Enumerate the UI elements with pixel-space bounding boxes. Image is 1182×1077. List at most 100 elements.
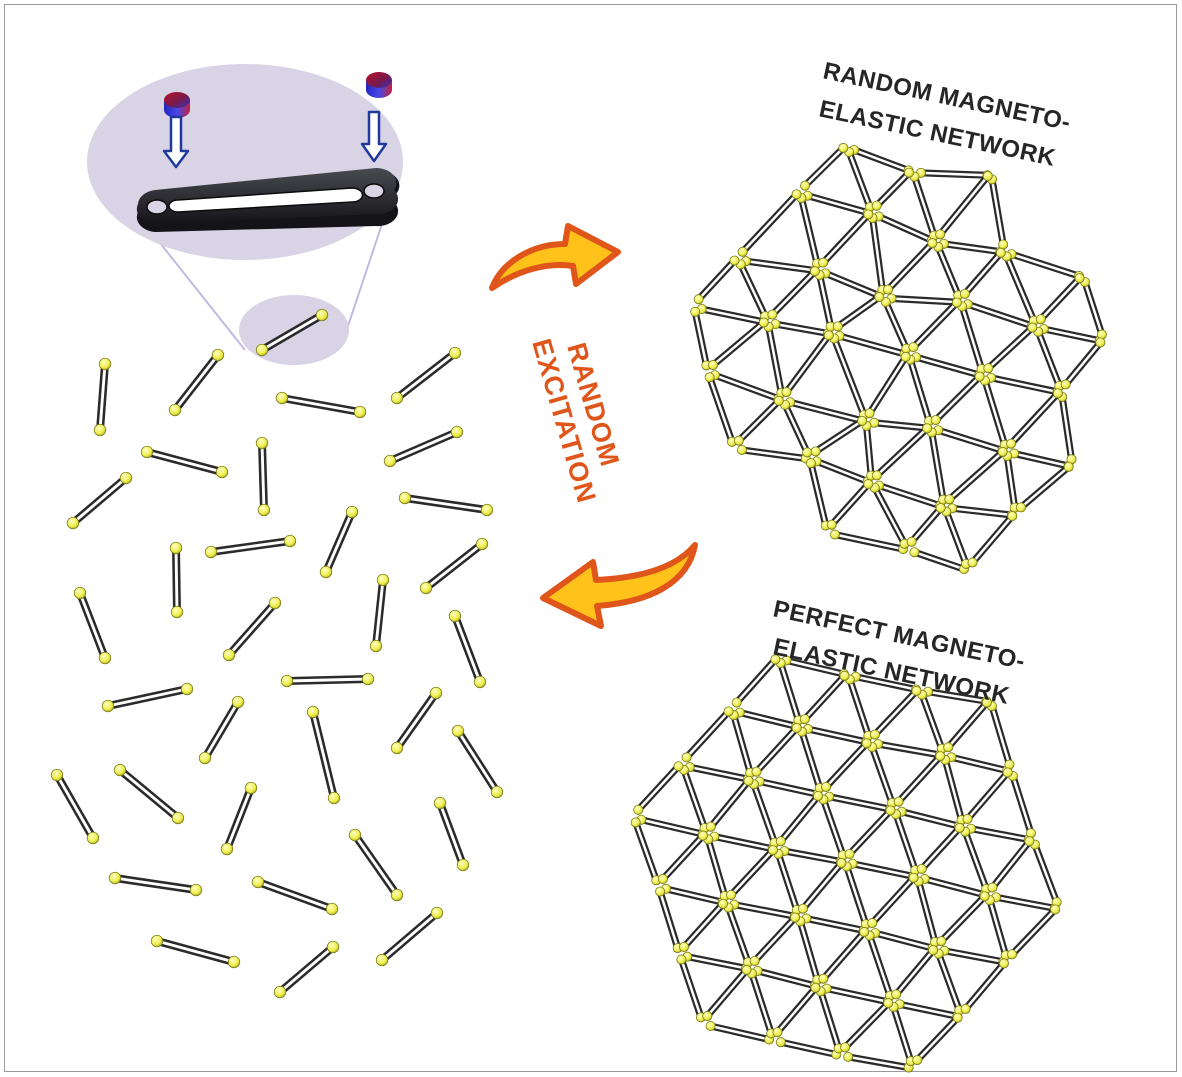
network-rod (710, 833, 777, 853)
network-rod (725, 904, 752, 966)
network-rod (703, 966, 751, 1020)
network-rod (958, 302, 986, 373)
network-rod (1017, 463, 1073, 511)
network-rod (884, 239, 936, 294)
magnet-dot (1074, 273, 1085, 284)
network-rod (834, 293, 883, 330)
network-rod (737, 260, 769, 320)
magnet-dot (702, 1011, 713, 1022)
network-rod (709, 319, 768, 369)
magnet-dot (838, 142, 849, 153)
magnet-dot (1002, 767, 1013, 778)
network-rod (727, 846, 777, 899)
magnet-dot (268, 596, 282, 610)
magnet-dot (448, 346, 462, 360)
magnet-dot (690, 306, 701, 317)
random-magneto-elastic-network (690, 142, 1107, 575)
magnet-dot (220, 842, 234, 856)
insert-arrow-right (360, 110, 388, 163)
scattered-rod (50, 768, 100, 845)
magnet-dot (731, 697, 742, 708)
magnet-dot (273, 985, 287, 999)
network-rod (908, 504, 945, 546)
magnet-dot (967, 557, 978, 568)
network-rod (754, 967, 819, 990)
network-rod (896, 1000, 961, 1020)
magnet-dot (904, 167, 915, 178)
magnet-dot (98, 651, 112, 665)
network-rod (783, 656, 848, 678)
network-rod (707, 1022, 773, 1044)
magnet-dot (863, 209, 874, 220)
random-rods (50, 308, 504, 999)
network-rod (871, 687, 921, 739)
magnet-dot (429, 686, 443, 700)
magnet-dot (810, 446, 821, 457)
network-rod (796, 917, 821, 984)
magnet-dot (325, 902, 339, 916)
network-rod (804, 725, 870, 746)
network-rod (1008, 250, 1083, 280)
magnet-dot (832, 321, 843, 332)
magnet-dot (826, 519, 837, 530)
magnet-dot (726, 889, 737, 900)
magnet-dot (704, 372, 715, 383)
magnet-dot (741, 965, 752, 976)
scattered-rod (306, 705, 341, 805)
network-rod (915, 878, 939, 946)
magnet-dot (857, 415, 868, 426)
network-rod (711, 371, 782, 403)
magnet-dot (791, 723, 802, 734)
magnet-dot (227, 955, 241, 969)
network-rod (909, 299, 961, 351)
network-rod (895, 752, 944, 806)
network-rod (683, 707, 733, 761)
network-rod (742, 257, 819, 274)
magnet-dot (912, 1055, 923, 1066)
magnet-dot (843, 1051, 854, 1062)
network-rod (892, 810, 919, 874)
network-rod (799, 859, 845, 913)
network-rod (868, 743, 896, 807)
magnet-dot (169, 541, 183, 555)
magnet-dot (390, 888, 404, 902)
magnet-dot (773, 395, 784, 406)
network-rod (940, 947, 1007, 966)
network-rod (777, 659, 802, 724)
magnet-dot (954, 822, 965, 833)
magnet-dot (448, 609, 462, 623)
magnet-dot (150, 934, 164, 948)
magnet-dot (1095, 337, 1106, 348)
scattered-rod (398, 491, 494, 517)
magnet-dot (736, 444, 747, 455)
magnet-dot (818, 257, 829, 268)
network-rod (659, 832, 707, 883)
scattered-rod (140, 445, 229, 479)
magnet-dot (936, 936, 947, 947)
magnet-dot (1007, 949, 1018, 960)
magnet-dot (935, 751, 946, 762)
magnet-dot (450, 425, 464, 439)
network-rod (756, 778, 821, 798)
scattered-rod (168, 348, 225, 417)
magnet-dot (480, 503, 494, 517)
magnet-dot (398, 491, 412, 505)
perfect-magneto-elastic-network (630, 654, 1062, 1073)
magnet-dot (839, 670, 850, 681)
magnet-dot (927, 238, 938, 249)
network-rod (981, 377, 1009, 449)
network-rod (680, 900, 727, 951)
network-rod (961, 249, 1005, 298)
magnet-dot (916, 863, 927, 874)
magnet-dot (1063, 461, 1074, 472)
magnet-dot (871, 200, 882, 211)
network-rod (1034, 328, 1063, 390)
scattered-rod (251, 875, 339, 916)
scattered-rod (204, 534, 297, 559)
network-rod (869, 214, 886, 294)
network-rod (871, 484, 909, 548)
network-rod (1062, 339, 1104, 388)
magnet-dot (673, 761, 684, 772)
magnet-dot (1050, 904, 1061, 915)
network-rod (797, 194, 821, 267)
